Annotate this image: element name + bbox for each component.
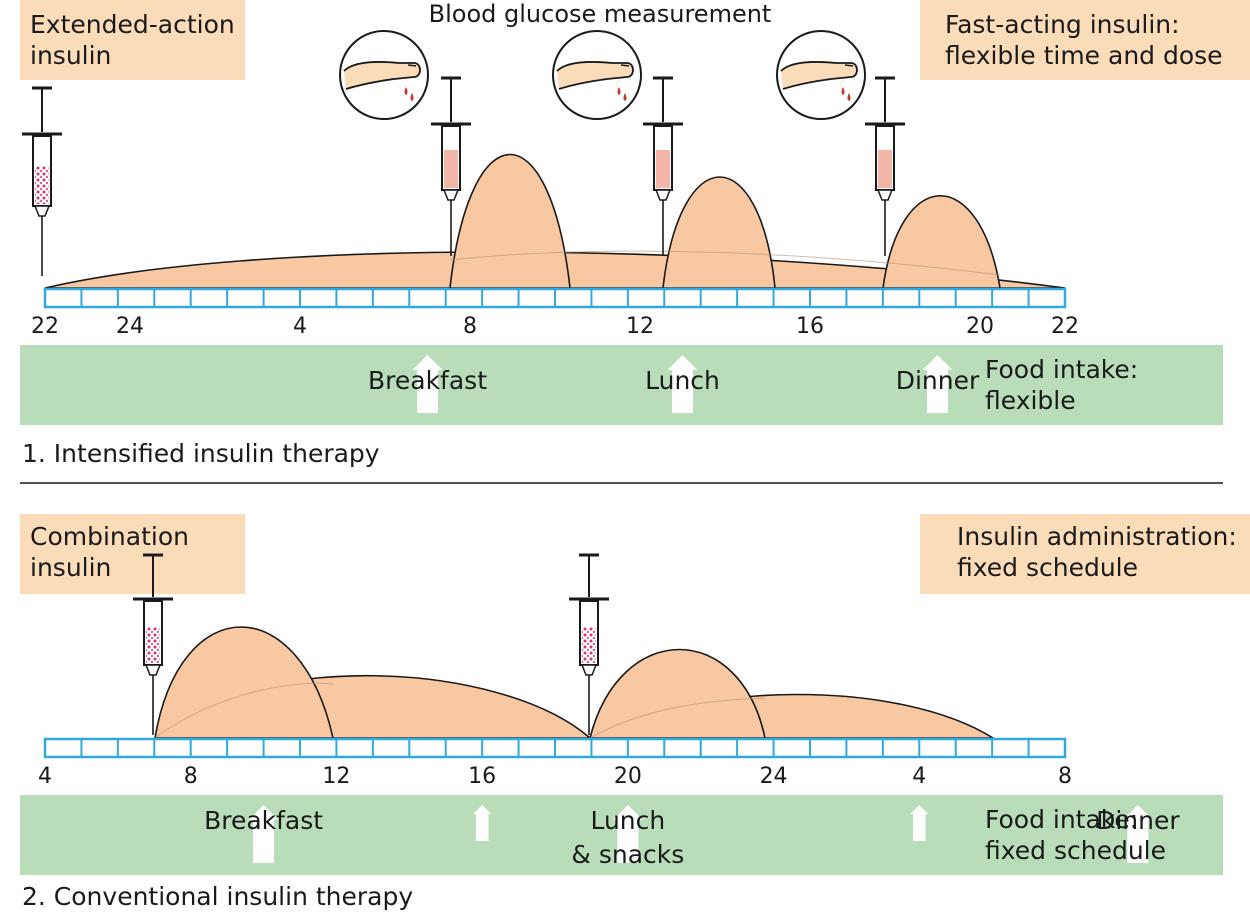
axis-tick-label: 16	[468, 764, 496, 789]
meal-label: Dinner	[1096, 806, 1180, 835]
axis-tick-label: 24	[116, 314, 144, 339]
axis-tick-label: 8	[1058, 764, 1072, 789]
box-extended-line1: Extended-action	[30, 10, 235, 39]
finger-prick-icon	[339, 30, 429, 120]
axis-tick-label: 20	[966, 314, 994, 339]
axis-tick-label: 22	[31, 314, 59, 339]
food-intake-value-2: fixed schedule	[985, 836, 1166, 865]
syringe-icon	[431, 76, 471, 256]
arrow-up-icon	[910, 805, 929, 841]
axis-tick-label: 4	[293, 314, 307, 339]
axis-tick-label: 8	[184, 764, 198, 789]
arrow-up-icon	[922, 355, 953, 413]
box-fast-line1: Fast-acting insulin:	[945, 10, 1180, 39]
short-acting-curve-morning	[154, 626, 334, 739]
food-intake-label-2: Food intake:	[985, 805, 1138, 834]
box-combination-line2: insulin	[30, 553, 111, 582]
time-axis-2: 4 8 12 16 20 24 4 8	[38, 737, 1072, 789]
axis-tick-label: 12	[322, 764, 350, 789]
meal-label: Breakfast	[204, 806, 323, 835]
food-intake-value-1: flexible	[985, 386, 1076, 415]
axis-tick-label: 4	[912, 764, 926, 789]
caption-2: 2. Conventional insulin therapy	[22, 882, 413, 911]
axis-tick-label: 20	[614, 764, 642, 789]
meal-label: Lunch	[645, 366, 720, 395]
box-combination-line1: Combination	[30, 522, 189, 551]
axis-tick-label: 12	[626, 314, 654, 339]
panel-intensified: Extended-action insulin Fast-acting insu…	[20, 0, 1250, 468]
syringe-icon	[22, 86, 62, 276]
panel-conventional: Combination insulin Insulin administrati…	[20, 514, 1250, 911]
box-extended-line2: insulin	[30, 41, 111, 70]
box-fast-line2: flexible time and dose	[945, 41, 1223, 70]
box-extended-action	[20, 0, 245, 80]
box-administration-line2: fixed schedule	[957, 553, 1138, 582]
meal-label: Breakfast	[368, 366, 487, 395]
box-fast-acting	[920, 0, 1250, 80]
box-administration	[920, 514, 1250, 594]
arrow-up-icon	[473, 805, 492, 841]
food-intake-label-1: Food intake:	[985, 355, 1138, 384]
syringe-icon	[865, 76, 905, 256]
meal-label: Dinner	[896, 366, 980, 395]
short-acting-curve-evening	[588, 648, 766, 739]
food-band-1	[20, 345, 1223, 425]
syringe-icon	[643, 76, 683, 256]
caption-1: 1. Intensified insulin therapy	[22, 439, 380, 468]
meal-sublabel: & snacks	[571, 840, 684, 869]
syringe-icon	[133, 553, 173, 735]
axis-tick-label: 16	[796, 314, 824, 339]
axis-tick-label: 8	[463, 314, 477, 339]
arrow-up-icon	[667, 355, 698, 413]
arrow-up-icon	[612, 805, 643, 863]
arrow-up-icon	[412, 355, 443, 413]
box-combination	[20, 514, 245, 594]
syringe-icon	[569, 553, 609, 735]
meal-label: Lunch	[590, 806, 665, 835]
finger-prick-icon	[552, 30, 642, 120]
axis-tick-label: 22	[1051, 314, 1079, 339]
glucose-measurement-header: Blood glucose measurement	[429, 0, 772, 28]
fast-insulin-curve-lunch	[662, 176, 776, 289]
axis-tick-label: 4	[38, 764, 52, 789]
box-administration-line1: Insulin administration:	[957, 522, 1237, 551]
meal-markers-1: Breakfast Lunch Dinner	[368, 355, 980, 413]
arrow-up-icon	[248, 805, 279, 863]
arrow-up-icon	[1122, 805, 1153, 863]
fast-insulin-curve-dinner	[882, 195, 1001, 289]
finger-prick-icon	[776, 30, 866, 120]
fast-insulin-curve-breakfast	[449, 154, 571, 289]
time-axis-1: 22 24 4 8 12 16 20 22	[31, 287, 1079, 339]
axis-tick-label: 24	[760, 764, 788, 789]
